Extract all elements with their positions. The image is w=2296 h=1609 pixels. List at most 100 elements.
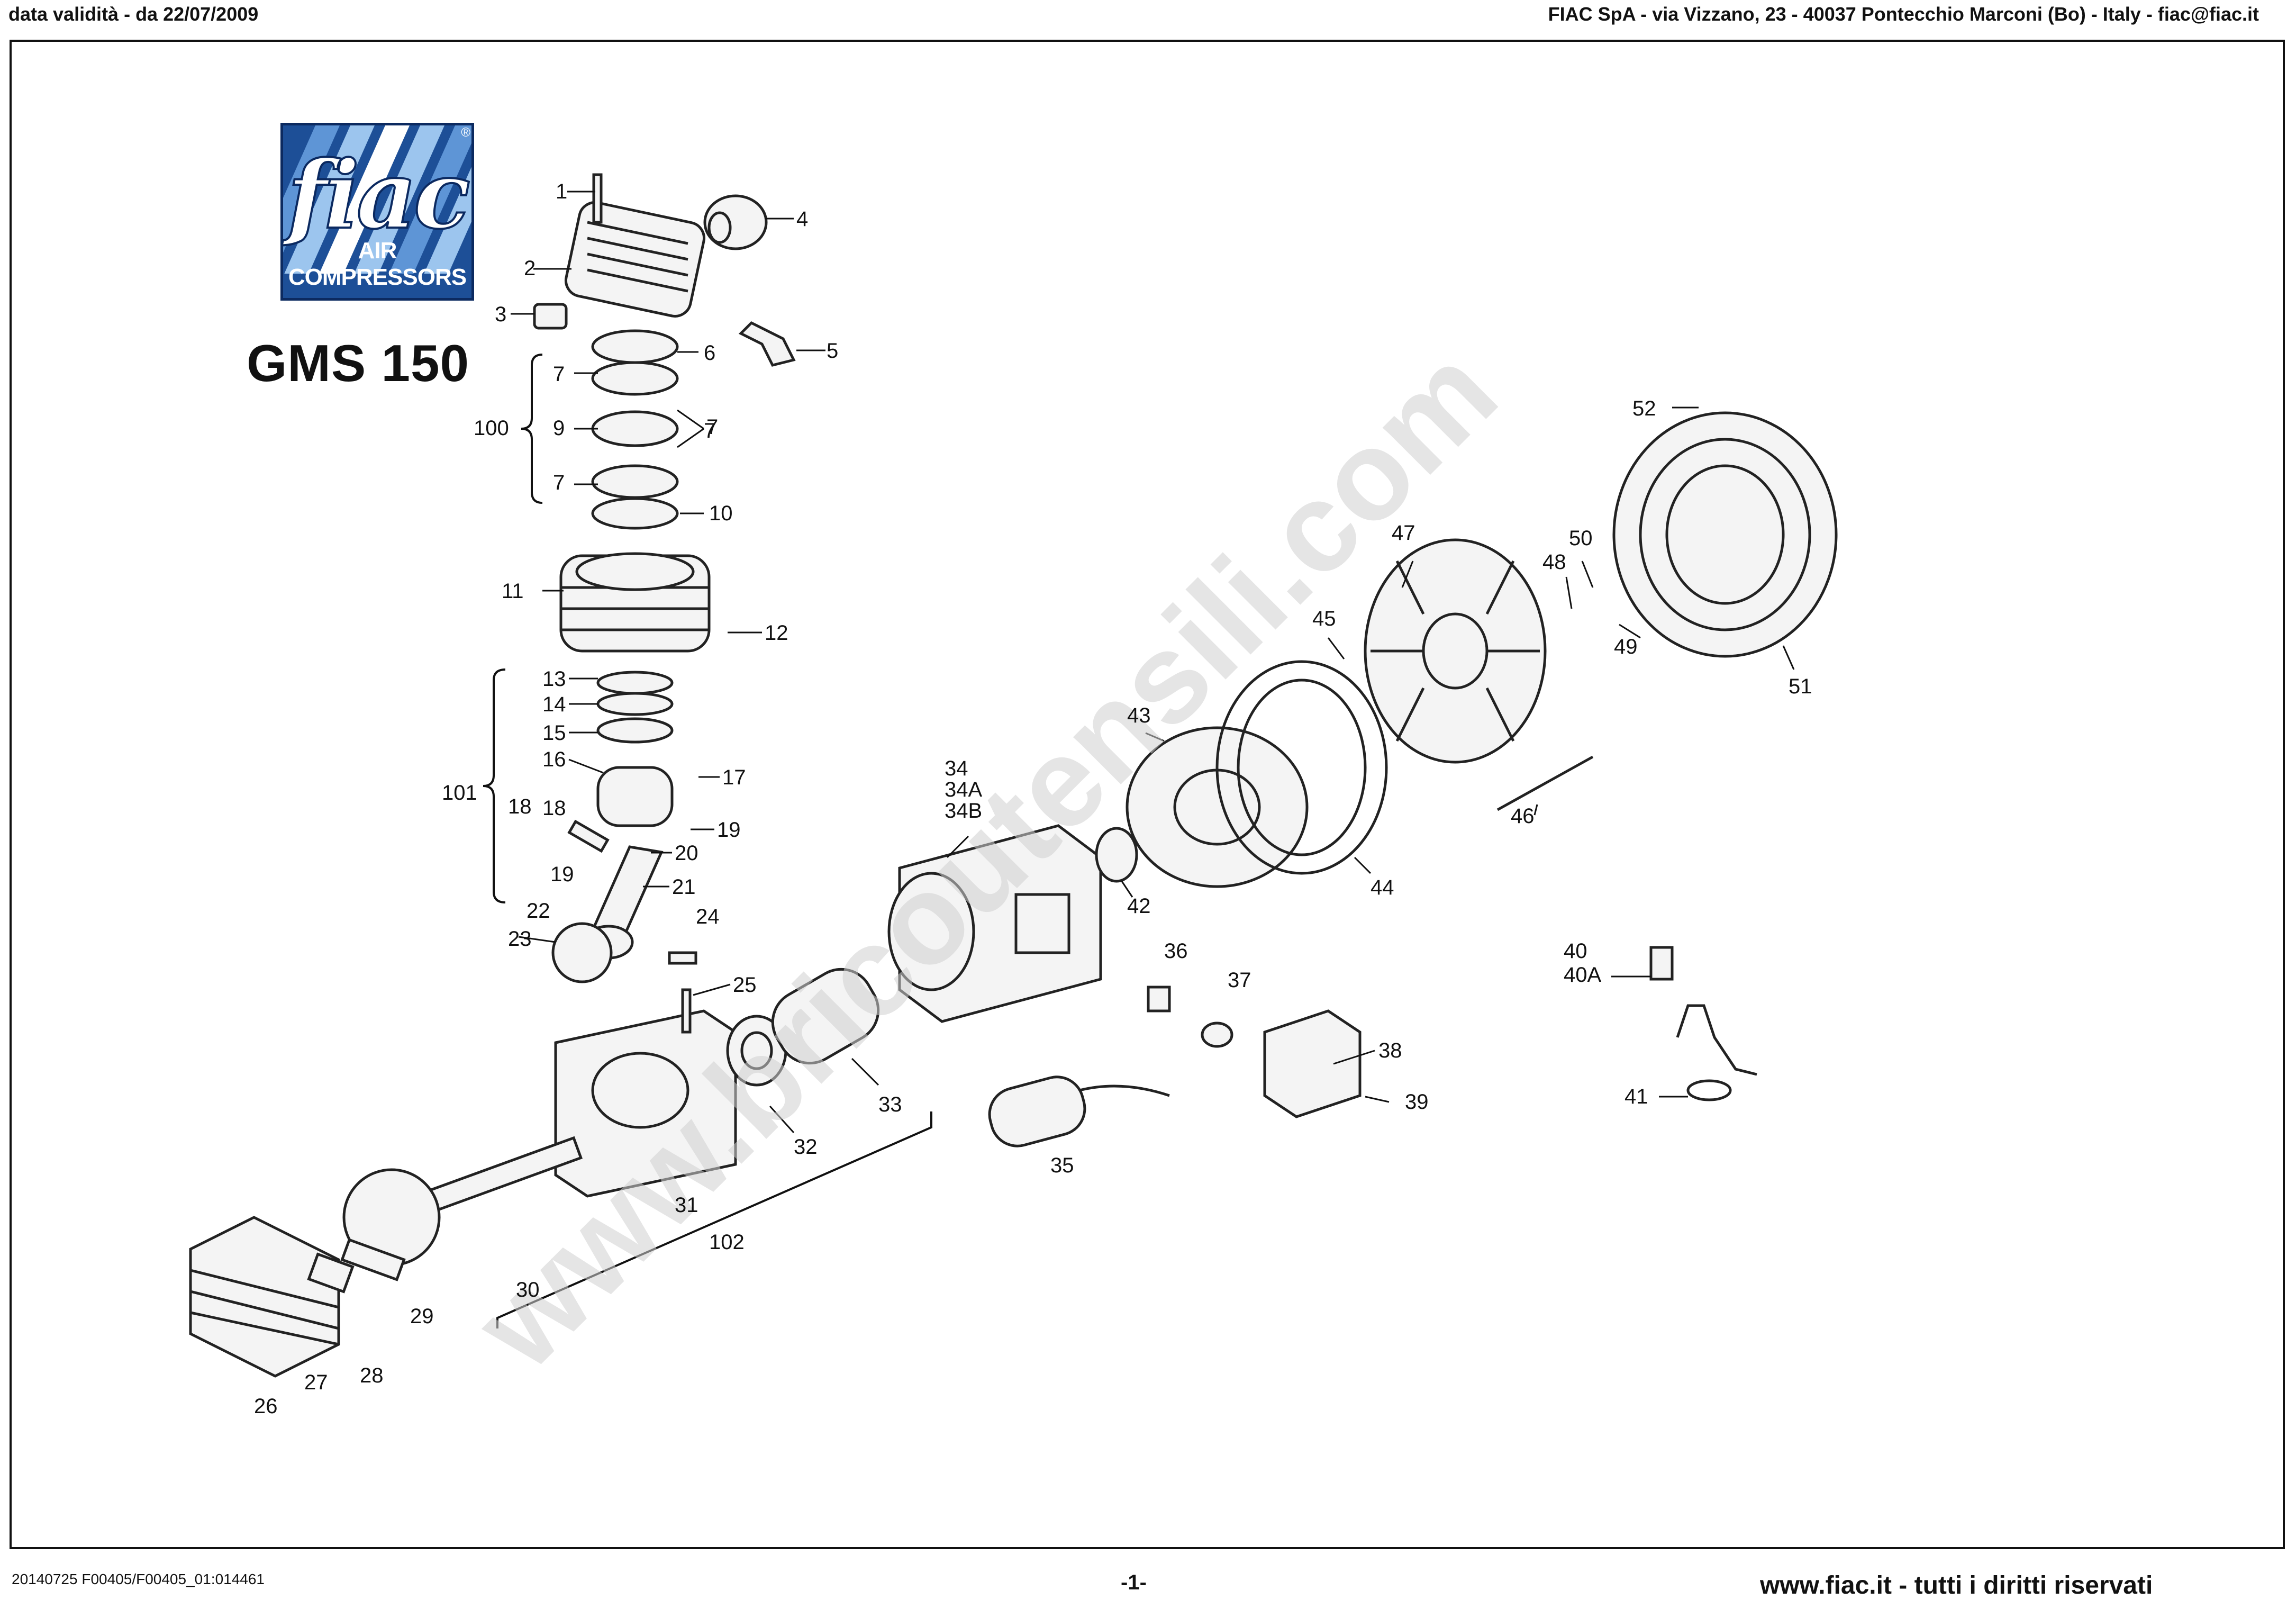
cage-44: [1215, 660, 1388, 875]
drawing-frame: [10, 40, 2285, 1549]
part-label-34a: 34A: [945, 778, 982, 801]
part-label-19: 19: [550, 863, 574, 886]
part-label-21: 21: [672, 875, 696, 899]
bearing-42: [1095, 827, 1138, 883]
part-label-5: 5: [827, 339, 838, 363]
gasket-10: [591, 497, 679, 530]
bracket-101: [483, 668, 506, 903]
part-label-20: 20: [675, 842, 698, 865]
part-label-7: 7: [706, 415, 718, 439]
ring-13: [596, 671, 674, 695]
part-label-30: 30: [516, 1278, 540, 1301]
filter-29: [340, 1238, 406, 1281]
part-label-38: 38: [1378, 1039, 1402, 1062]
part-label-33: 33: [878, 1093, 902, 1116]
switch-40: [1649, 946, 1674, 981]
part-label-2: 2: [524, 257, 536, 280]
ring-14: [596, 692, 674, 716]
validity-date: data validità - da 22/07/2009: [8, 3, 259, 25]
logo-registered-mark: ®: [461, 125, 470, 140]
part-label-19: 19: [717, 818, 741, 842]
leader-lines: [511, 191, 1795, 1134]
part-label-40a: 40A: [1564, 963, 1601, 987]
part-label-31: 31: [675, 1194, 698, 1217]
part-number-labels: 1234567777910111213141516171818191920212…: [254, 180, 1812, 1418]
fitting-36: [1147, 986, 1171, 1013]
part-label-12: 12: [765, 621, 788, 645]
capacitor: [988, 1075, 1086, 1147]
part-label-11: 11: [502, 580, 524, 603]
part-label-52: 52: [1632, 397, 1656, 420]
fiac-logo: fiac AIR COMPRESSORS ®: [280, 123, 474, 301]
gasket-7b: [591, 464, 679, 499]
group-label-100: 100: [474, 417, 509, 440]
part-label-6: 6: [704, 341, 715, 365]
elbow-fitting: [738, 321, 796, 367]
rotor: [771, 968, 880, 1065]
gasket-6: [591, 329, 679, 364]
part-drawings: [189, 173, 1838, 1378]
logo-wordmark: fiac: [286, 139, 471, 251]
bracket-100: [521, 354, 543, 504]
part-label-25: 25: [733, 973, 757, 997]
gasket-7: [591, 361, 679, 396]
part-label-4: 4: [796, 207, 808, 231]
part-label-37: 37: [1228, 969, 1251, 992]
part-label-1: 1: [556, 180, 567, 203]
valve-plate: [591, 410, 679, 447]
cable-gland-37: [1201, 1022, 1233, 1048]
piston: [596, 766, 674, 827]
company-address: FIAC SpA - via Vizzano, 23 - 40037 Ponte…: [1548, 3, 2259, 25]
part-label-41: 41: [1625, 1085, 1648, 1108]
terminal-cover-38: [1263, 1009, 1362, 1118]
part-label-13: 13: [542, 667, 566, 691]
document-code: 20140725 F00405/F00405_01:014461: [12, 1571, 265, 1587]
block-28: [307, 1252, 355, 1294]
part-label-35: 35: [1050, 1154, 1074, 1177]
bracket-102: [496, 1111, 932, 1328]
part-label-48: 48: [1542, 550, 1566, 574]
part-label-24: 24: [696, 905, 720, 928]
part-label-51: 51: [1789, 675, 1812, 698]
part-label-17: 17: [722, 766, 746, 789]
part-label-29: 29: [410, 1305, 434, 1328]
part-label-45: 45: [1312, 607, 1336, 630]
part-label-46: 46: [1511, 804, 1535, 828]
part-label-18: 18: [542, 797, 566, 820]
rod-screw: [668, 951, 697, 965]
piston-pin: [567, 819, 610, 853]
part-label-10: 10: [709, 502, 733, 525]
website-rights: www.fiac.it - tutti i diritti riservati: [1760, 1571, 2153, 1599]
part-label-42: 42: [1127, 894, 1151, 918]
part-label-14: 14: [542, 693, 566, 716]
cable-41: [1676, 1004, 1757, 1076]
part-label-49: 49: [1614, 635, 1638, 658]
part-label-39: 39: [1405, 1090, 1429, 1114]
fan-cover-51: [1612, 411, 1838, 658]
part-label-34b: 34B: [945, 799, 982, 822]
part-label-36: 36: [1164, 939, 1188, 963]
plug: [533, 303, 568, 330]
part-label-7: 7: [704, 419, 715, 442]
part-label-7: 7: [553, 363, 565, 386]
part-label-22: 22: [527, 899, 550, 923]
ring-15: [596, 717, 674, 744]
part-label-44: 44: [1371, 876, 1394, 899]
group-brackets: [483, 354, 932, 1328]
group-label-102: 102: [709, 1231, 745, 1254]
bearing-24: [551, 922, 613, 983]
part-label-3: 3: [495, 303, 506, 326]
part-label-43: 43: [1127, 704, 1151, 727]
part-label-27: 27: [304, 1371, 328, 1394]
part-label-32: 32: [794, 1135, 818, 1159]
head-bolt: [592, 173, 603, 224]
part-label-28: 28: [360, 1364, 384, 1387]
part-label-15: 15: [542, 721, 566, 745]
tie-rod-46: [1496, 755, 1594, 811]
part-label-26: 26: [254, 1395, 278, 1418]
stud-25: [681, 988, 692, 1034]
exploded-view-diagram: www.bricoutensili.com 123456777791011121…: [189, 173, 1838, 1418]
page-number: -1-: [1121, 1571, 1147, 1594]
logo-tagline: AIR COMPRESSORS: [288, 238, 467, 290]
part-label-50: 50: [1569, 527, 1593, 550]
